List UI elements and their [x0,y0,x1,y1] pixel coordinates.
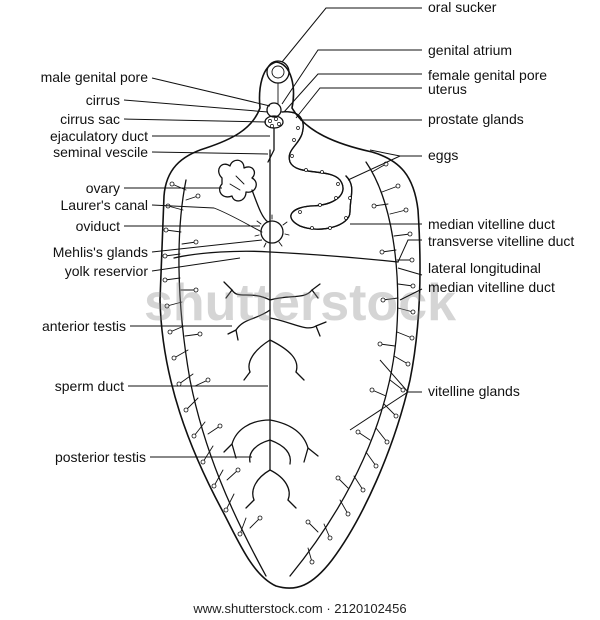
label-cirrus-sac: cirrus sac [60,111,120,127]
label-anterior-testis: anterior testis [42,318,126,334]
leader-lines-right [281,7,423,431]
label-laurers-canal: Laurer's canal [61,197,149,213]
label-eggs: eggs [428,147,458,163]
label-sperm-duct: sperm duct [55,378,124,394]
label-uterus: uterus [428,81,467,97]
label-oviduct: oviduct [76,218,120,234]
vitelline-glands-left [162,179,267,577]
label-ovary: ovary [86,180,120,196]
label-female-genital-pore: female genital pore [428,67,547,83]
label-mehliss-glands: Mehlis's glands [53,244,148,260]
label-posterior-testis: posterior testis [55,449,146,465]
label-seminal-vescile: seminal vescile [53,144,148,160]
footer-bar [0,598,600,620]
label-male-genital-pore: male genital pore [41,69,149,85]
label-oral-sucker: oral sucker [428,0,497,15]
label-median-vitelline-duct-2: median vitelline duct [428,279,555,295]
label-lateral-longitudinal: lateral longitudinal [428,260,541,276]
footer-text: www.shutterstock.com · 2120102456 [192,601,406,616]
label-yolk-reservior: yolk reservior [65,263,149,279]
label-vitelline-glands: vitelline glands [428,383,520,399]
posterior-testis [223,419,319,509]
label-cirrus: cirrus [86,92,120,108]
anterior-testis [223,281,327,381]
leader-lines-left [123,77,271,458]
label-genital-atrium: genital atrium [428,42,512,58]
mehlis-glands [213,189,290,248]
ovary [218,159,257,202]
watermark: shutterstock [144,274,456,332]
label-prostate-glands: prostate glands [428,111,524,127]
label-median-vitelline-duct: median vitelline duct [428,216,555,232]
oral-sucker [266,60,290,105]
vitelline-glands-right [289,161,416,577]
label-ejaculatory-duct: ejaculatory duct [50,128,148,144]
uterus [281,111,353,230]
label-transverse-vitelline-duct: transverse vitelline duct [428,233,574,249]
